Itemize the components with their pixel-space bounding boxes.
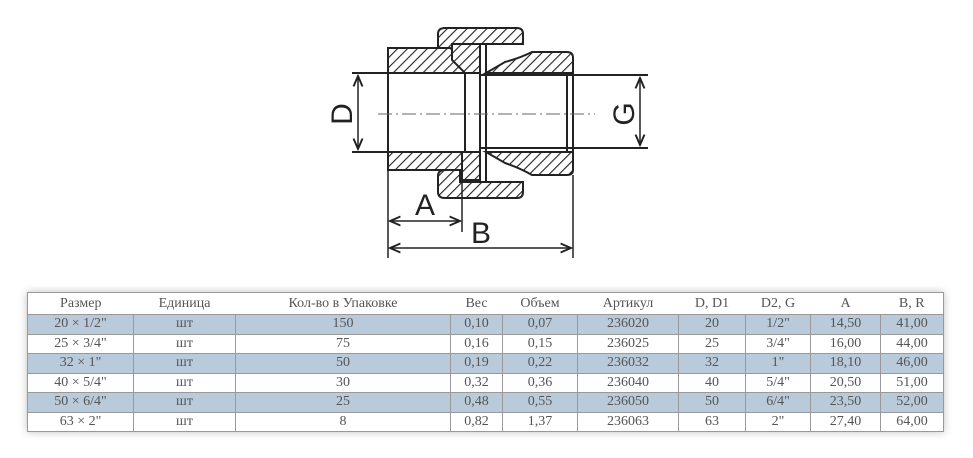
table-cell: 236050 (577, 392, 679, 413)
table-cell: шт (133, 353, 236, 374)
table-cell: 20 (678, 314, 746, 335)
column-header: A (810, 292, 881, 315)
table-cell: 150 (235, 314, 451, 335)
column-header: Артикул (577, 292, 679, 315)
pipe-union-drawing: D G A B (326, 27, 648, 258)
table-cell: 32 × 1" (27, 353, 134, 374)
table-cell: 6/4" (745, 392, 811, 413)
table-cell: 0,48 (450, 392, 503, 413)
table-cell: 25 (678, 333, 746, 354)
table-cell: 63 × 2" (27, 411, 134, 432)
table-cell: 236032 (577, 353, 679, 374)
column-header: D, D1 (678, 292, 746, 315)
table-cell: 1,37 (502, 411, 578, 432)
table-cell: 8 (235, 411, 451, 432)
table-cell: 20 × 1/2" (27, 314, 134, 335)
table-cell: 3/4" (745, 333, 811, 354)
table-cell: 1" (745, 353, 811, 374)
table-cell: шт (133, 372, 236, 393)
dimension-label-g: G (608, 102, 641, 125)
table-cell: 50 (235, 353, 451, 374)
table-cell: шт (133, 411, 236, 432)
column-header: B, R (880, 292, 944, 315)
table-cell: 23,50 (810, 392, 881, 413)
table-cell: 40 × 5/4" (27, 372, 134, 393)
table-cell: 20,50 (810, 372, 881, 393)
table-cell: 0,32 (450, 372, 503, 393)
union-section (352, 27, 648, 258)
table-cell: 41,00 (880, 314, 944, 335)
table-cell: 0,82 (450, 411, 503, 432)
table-cell: 5/4" (745, 372, 811, 393)
table-cell: 0,22 (502, 353, 578, 374)
table-cell: 18,10 (810, 353, 881, 374)
table-cell: 50 × 6/4" (27, 392, 134, 413)
table-cell: 44,00 (880, 333, 944, 354)
table-cell: 32 (678, 353, 746, 374)
table-cell: шт (133, 333, 236, 354)
table-cell: 0,07 (502, 314, 578, 335)
table-cell: 2" (745, 411, 811, 432)
table-cell: 30 (235, 372, 451, 393)
column-header: Объем (502, 292, 578, 315)
table-cell: 27,40 (810, 411, 881, 432)
table-cell: 0,19 (450, 353, 503, 374)
table-cell: 51,00 (880, 372, 944, 393)
table-cell: 52,00 (880, 392, 944, 413)
table-cell: 0,36 (502, 372, 578, 393)
column-header: D2, G (745, 292, 811, 315)
column-header: Вес (450, 292, 503, 315)
table-cell: 75 (235, 333, 451, 354)
table-cell: 236040 (577, 372, 679, 393)
table-cell: 0,16 (450, 333, 503, 354)
table-cell: 0,15 (502, 333, 578, 354)
table-cell: 40 (678, 372, 746, 393)
table-cell: 0,10 (450, 314, 503, 335)
table-cell: шт (133, 392, 236, 413)
table-cell: 64,00 (880, 411, 944, 432)
dimension-label-b: B (471, 217, 491, 250)
column-header: Размер (27, 292, 134, 315)
column-header: Кол-во в Упаковке (235, 292, 451, 315)
table-cell: 16,00 (810, 333, 881, 354)
table-cell: 25 × 3/4" (27, 333, 134, 354)
table-cell: 14,50 (810, 314, 881, 335)
table-cell: 0,55 (502, 392, 578, 413)
table-cell: 63 (678, 411, 746, 432)
dimension-label-a: A (415, 189, 435, 222)
table-cell: 236020 (577, 314, 679, 335)
table-cell: шт (133, 314, 236, 335)
table-cell: 25 (235, 392, 451, 413)
table-cell: 50 (678, 392, 746, 413)
table-cell: 236025 (577, 333, 679, 354)
dimension-label-d: D (326, 103, 359, 125)
column-header: Единица (133, 292, 236, 315)
table-cell: 46,00 (880, 353, 944, 374)
table-cell: 236063 (577, 411, 679, 432)
table-cell: 1/2" (745, 314, 811, 335)
